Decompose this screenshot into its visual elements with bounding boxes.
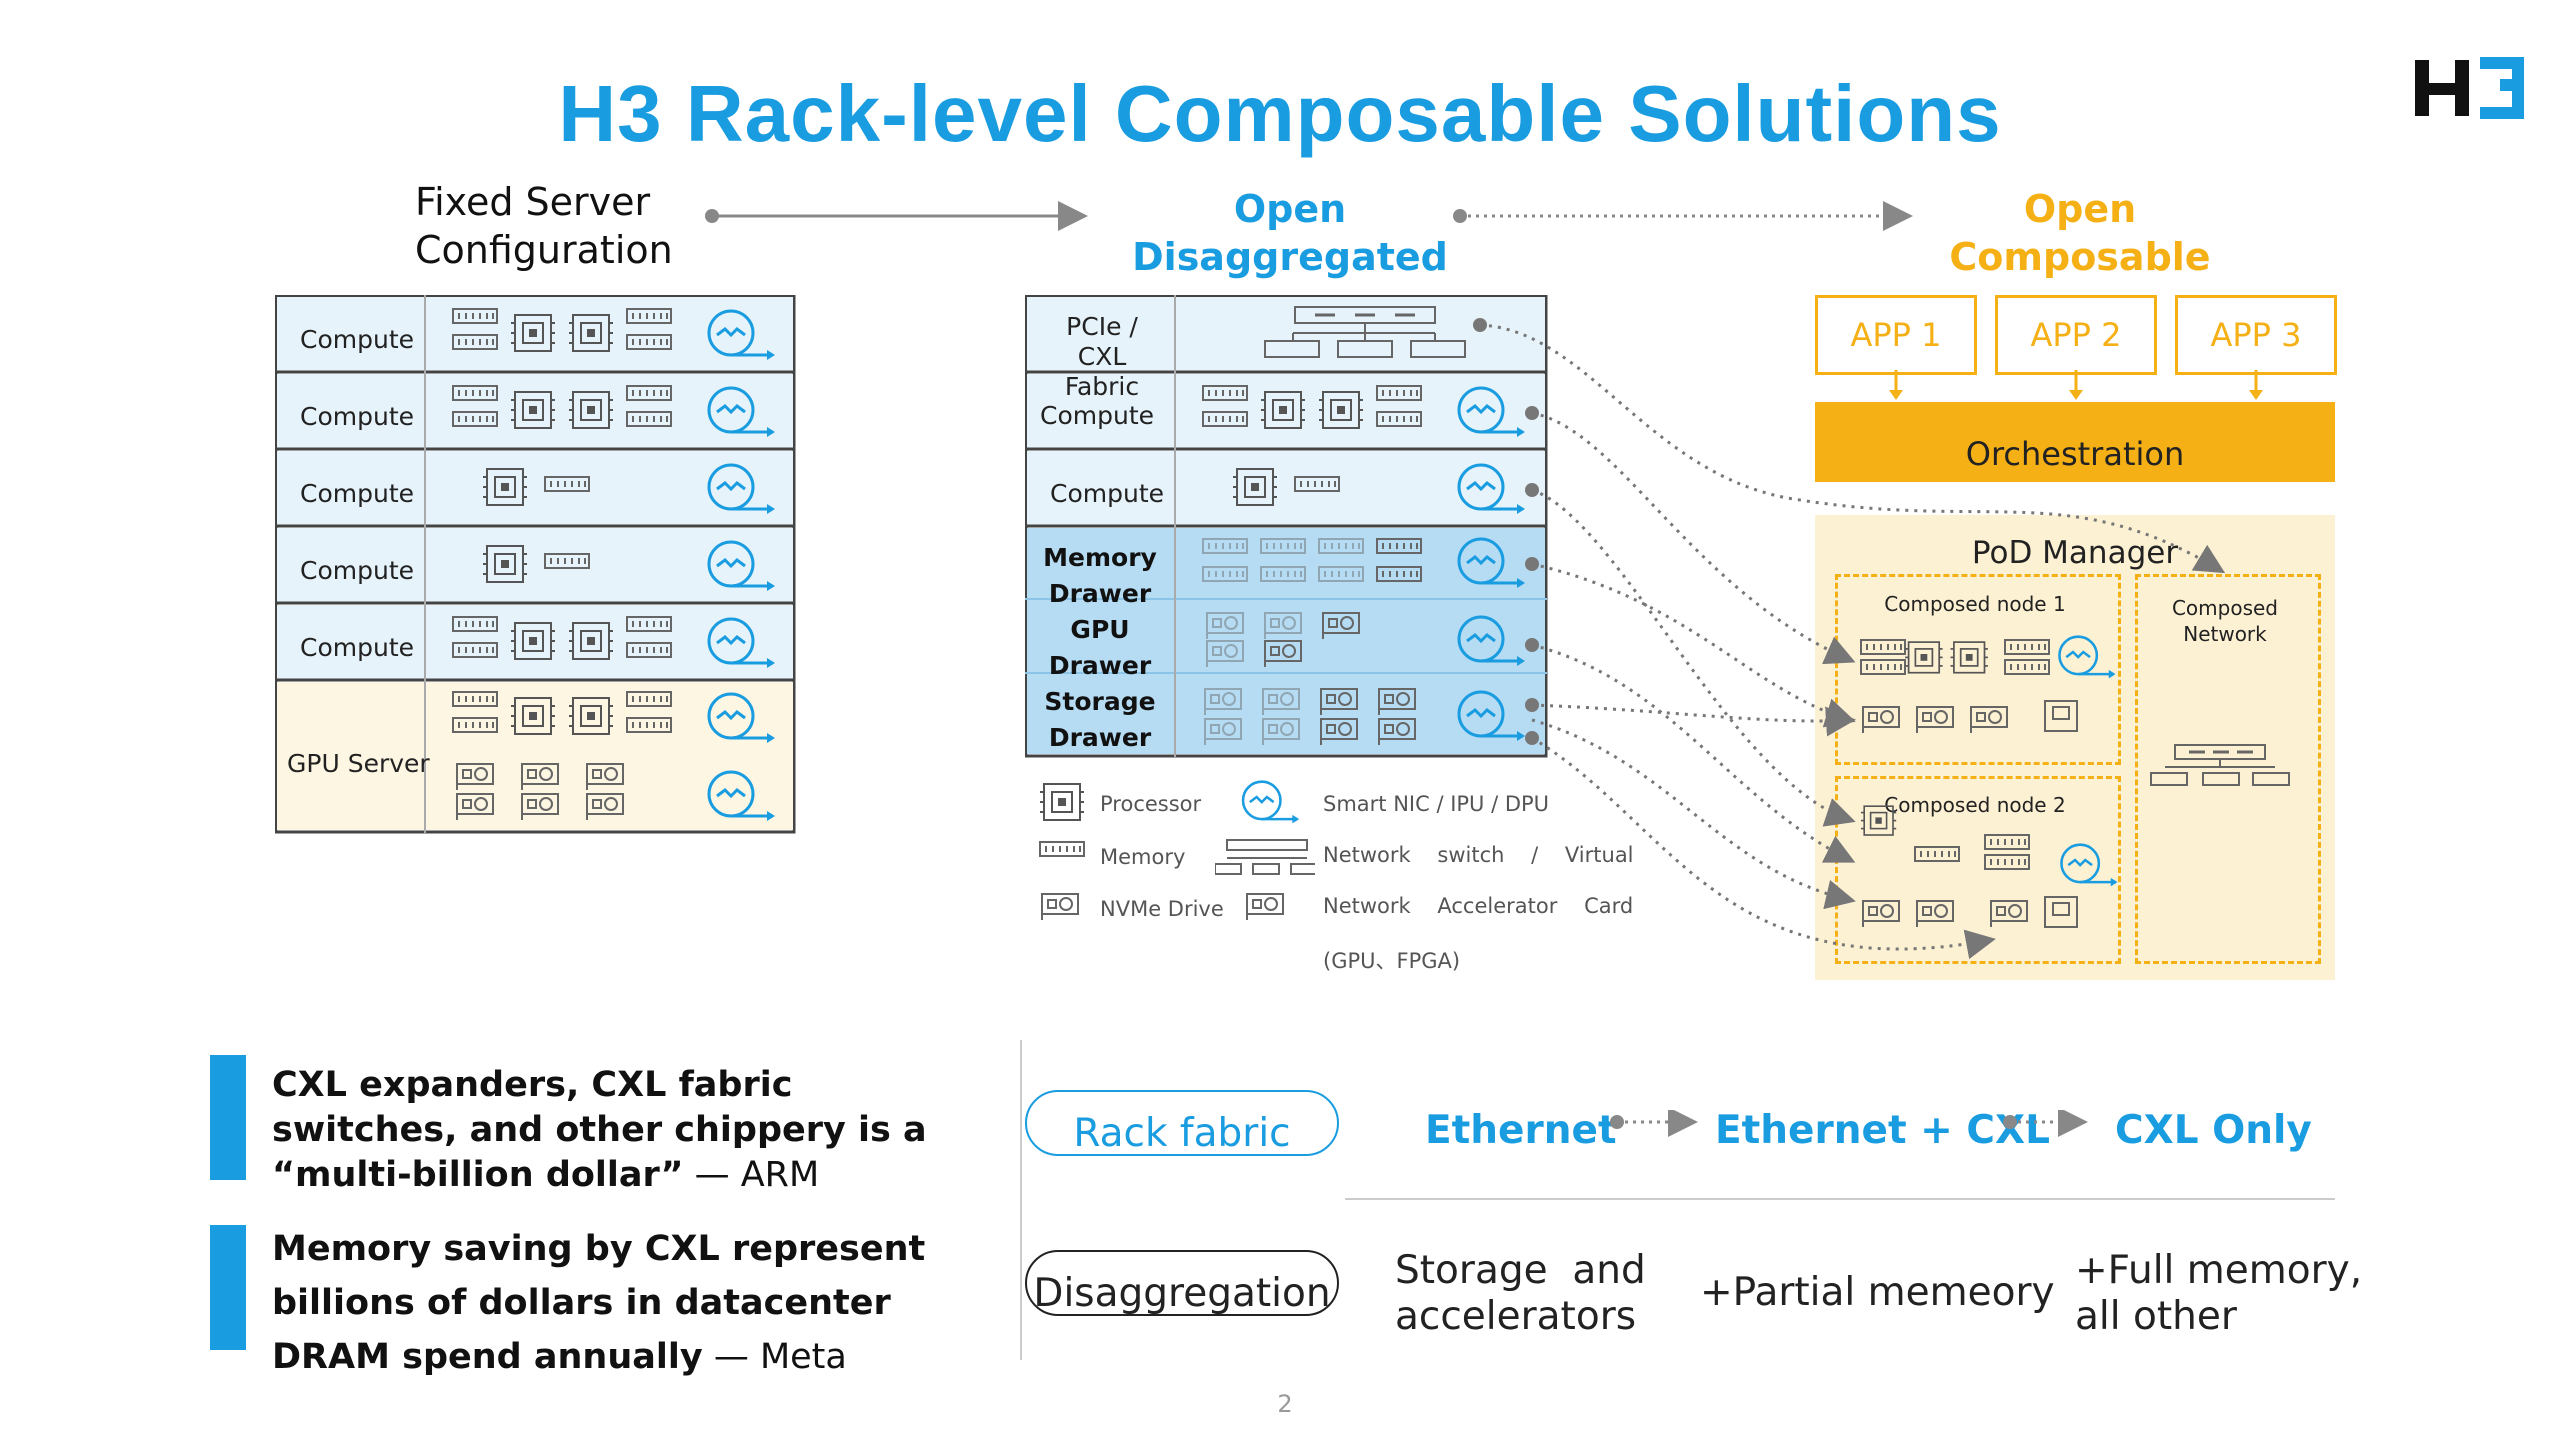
disaggregated-rack bbox=[1025, 295, 1548, 758]
fixed-rows bbox=[277, 297, 793, 830]
fabric-arrows bbox=[1610, 1110, 2088, 1137]
fabric-ethernet: Ethernet bbox=[1425, 1108, 1617, 1153]
bullet-2-source: — Meta bbox=[702, 1337, 847, 1377]
composed-network-label: Composed Network bbox=[2135, 595, 2315, 647]
fixed-server-rack bbox=[275, 295, 796, 834]
gpu-drawer-line1: GPU bbox=[1070, 615, 1130, 644]
page-title: H3 Rack-level Composable Solutions bbox=[558, 69, 2002, 158]
disaggregation-pill: Disaggregation bbox=[1025, 1250, 1339, 1316]
fabric-ethernet-cxl: Ethernet + CXL bbox=[1715, 1108, 2050, 1153]
storage-drawer-line2: Drawer bbox=[1048, 723, 1152, 752]
composed-node-1-label: Composed node 1 bbox=[1884, 592, 2066, 616]
dis-storage-accel: Storage and accelerators bbox=[1395, 1248, 1646, 1340]
app-arrows bbox=[1889, 370, 2263, 400]
gpu-drawer-line2: Drawer bbox=[1048, 651, 1152, 680]
legend-icons-right bbox=[1215, 780, 1315, 921]
dis-compute-2-label: Compute bbox=[1050, 479, 1165, 508]
memory-drawer-label: Memory Drawer bbox=[1040, 540, 1160, 612]
fixed-row-3-label: Compute bbox=[300, 479, 415, 508]
bullet-2-bar bbox=[210, 1225, 246, 1350]
bullet-1-text: CXL expanders, CXL fabric switches, and … bbox=[272, 1063, 972, 1198]
dis-full-memory: +Full memory, all other bbox=[2075, 1248, 2362, 1340]
composed-network-line2: Network bbox=[2183, 622, 2267, 646]
bullet-2-bold: Memory saving by CXL represent billions … bbox=[272, 1229, 926, 1377]
open-dis-line2: Disaggregated bbox=[1132, 235, 1448, 279]
orchestration-bar: Orchestration bbox=[1815, 402, 2335, 482]
bullet-1-bar bbox=[210, 1055, 246, 1180]
fixed-row-4-label: Compute bbox=[300, 556, 415, 585]
storage-drawer-label: Storage Drawer bbox=[1040, 684, 1160, 756]
gpu-drawer-label: GPU Drawer bbox=[1040, 612, 1160, 684]
composed-network-box bbox=[2135, 574, 2321, 964]
open-composable-header: Open Composable bbox=[1930, 185, 2230, 281]
legend-accel-2: (GPU、FPGA) bbox=[1323, 949, 1461, 973]
composed-node-2-label: Composed node 2 bbox=[1884, 793, 2066, 817]
fixed-row-5-label: Compute bbox=[300, 633, 415, 662]
pcie-fabric-label: PCIe / CXL Fabric bbox=[1042, 312, 1162, 402]
gpu-server-label: GPU Server bbox=[287, 749, 430, 778]
bullet-1-source: — ARM bbox=[683, 1155, 820, 1195]
page-number: 2 bbox=[1277, 1390, 1293, 1418]
pod-manager-label: PoD Manager bbox=[1971, 535, 2179, 571]
fixed-row-1-label: Compute bbox=[300, 325, 415, 354]
bullet-2-text: Memory saving by CXL represent billions … bbox=[272, 1222, 972, 1384]
open-disaggregated-header: Open Disaggregated bbox=[1120, 185, 1460, 281]
rack-fabric-pill: Rack fabric bbox=[1025, 1090, 1339, 1156]
connector-lines bbox=[1473, 318, 2226, 960]
fixed-header: Fixed Server Configuration bbox=[415, 178, 673, 274]
horizontal-divider bbox=[1345, 1198, 2335, 1200]
dis-compute-1-label: Compute bbox=[1040, 401, 1155, 430]
dis-storage-line1: Storage and bbox=[1395, 1248, 1646, 1293]
h3-logo bbox=[2415, 57, 2524, 119]
fixed-header-line1: Fixed Server bbox=[415, 180, 651, 224]
legend-nvme: NVMe Drive bbox=[1100, 897, 1224, 921]
open-dis-line1: Open bbox=[1233, 187, 1347, 231]
bullet-1-bold: CXL expanders, CXL fabric switches, and … bbox=[272, 1065, 927, 1195]
fabric-cxl-only: CXL Only bbox=[2115, 1108, 2312, 1153]
legend-processor: Processor bbox=[1100, 792, 1202, 816]
legend-accel: Network Accelerator Card bbox=[1323, 894, 1634, 918]
composed-node-1-box bbox=[1835, 574, 2121, 765]
pod-manager-area bbox=[1815, 515, 2335, 980]
fixed-row-2-label: Compute bbox=[300, 402, 415, 431]
open-comp-line2: Composable bbox=[1949, 235, 2211, 279]
dis-storage-line2: accelerators bbox=[1395, 1294, 1637, 1339]
composed-network-line1: Composed bbox=[2171, 596, 2279, 620]
pcie-fabric-line1: PCIe / CXL bbox=[1066, 312, 1138, 371]
header-arrows bbox=[705, 201, 1913, 231]
memory-drawer-line1: Memory bbox=[1043, 543, 1157, 572]
fixed-header-line2: Configuration bbox=[415, 228, 673, 272]
dis-full-line1: +Full memory, bbox=[2075, 1248, 2363, 1293]
legend-smartnic: Smart NIC / IPU / DPU bbox=[1323, 792, 1550, 816]
open-comp-line1: Open bbox=[2023, 187, 2137, 231]
vertical-divider bbox=[1020, 1040, 1022, 1360]
dis-full-line2: all other bbox=[2075, 1294, 2237, 1339]
dis-partial-memory: +Partial memeory bbox=[1700, 1270, 2055, 1315]
legend-memory: Memory bbox=[1100, 845, 1186, 869]
composed-node-2-box bbox=[1835, 776, 2121, 964]
storage-drawer-line1: Storage bbox=[1044, 687, 1156, 716]
composed-nodes-icons bbox=[1860, 635, 2290, 928]
memory-drawer-line2: Drawer bbox=[1048, 579, 1152, 608]
legend-switch: Network switch / Virtual bbox=[1323, 843, 1634, 867]
pcie-fabric-line2: Fabric bbox=[1064, 372, 1140, 401]
